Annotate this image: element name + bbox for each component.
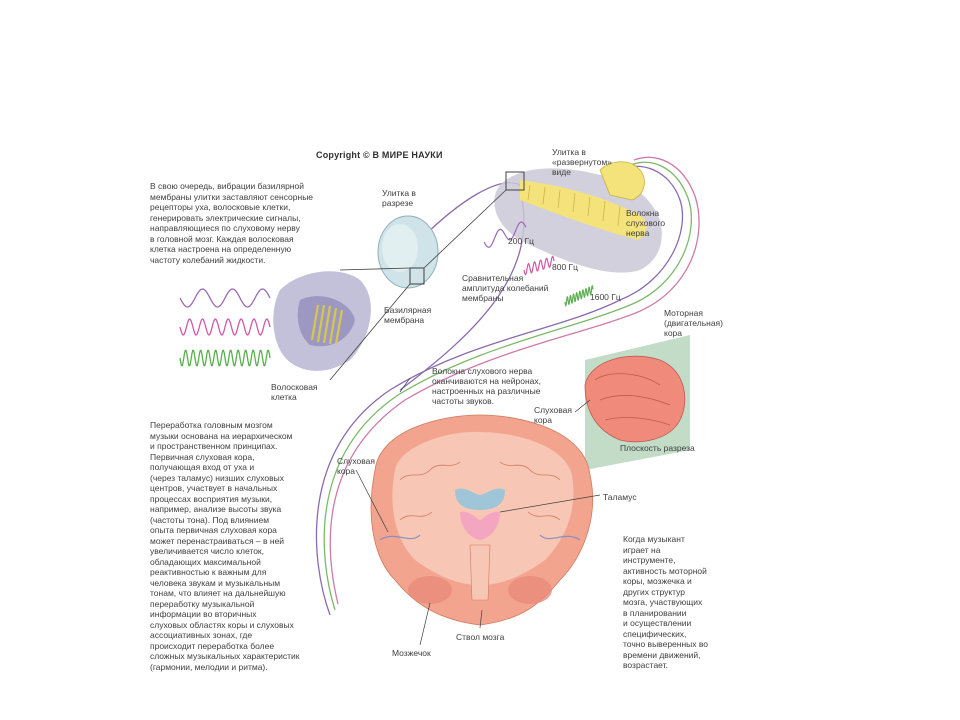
- motor-cortex-label: Моторная (двигательная) кора: [664, 308, 723, 338]
- intro-text: В свою очередь, вибрации базилярной мемб…: [150, 181, 314, 265]
- thalamus-label: Таламус: [603, 492, 637, 502]
- nerve-endings-label: Волокна слухового нерва оканчиваются на …: [432, 366, 542, 406]
- section-plane-label: Плоскость разреза: [620, 443, 695, 453]
- auditory-cortex-top-label: Слуховая кора: [534, 405, 572, 425]
- hair-cell-label: Волосковая клетка: [271, 382, 318, 402]
- amplitude-label: Сравнительная амплитуда колебаний мембра…: [462, 273, 549, 303]
- brainstem-label: Ствол мозга: [456, 632, 505, 642]
- brain-with-section-plane: [574, 335, 690, 470]
- processing-text: Переработка головным мозгом музыки основ…: [150, 420, 300, 672]
- basilar-membrane-label: Базилярная мембрана: [384, 305, 432, 325]
- nerve-fibers-label: Волокна слухового нерва: [626, 208, 666, 238]
- hair-cell-illustration: [273, 271, 371, 371]
- freq-1600-label: 1600 Гц: [590, 292, 621, 302]
- musician-text: Когда музыкант играет на инструменте, ак…: [623, 534, 709, 670]
- cerebellum-label: Мозжечок: [392, 648, 431, 658]
- coronal-brain-section: [355, 377, 601, 646]
- nerve-fibers: [315, 156, 700, 616]
- cochlea-section-illustration: [329, 215, 439, 381]
- frequency-waveforms: [483, 221, 594, 307]
- copyright-notice: Copyright © В МИРЕ НАУКИ: [316, 150, 443, 160]
- auditory-cortex-left-label: Слуховая кора: [337, 456, 375, 476]
- cochlea-section-label: Улитка в разрезе: [382, 188, 416, 208]
- freq-800-label: 800 Гц: [552, 262, 579, 272]
- unrolled-cochlea-illustration: [423, 161, 662, 273]
- freq-200-label: 200 Гц: [508, 236, 535, 246]
- input-waveforms: [179, 288, 271, 367]
- cochlea-unrolled-label: Улитка в «развернутом» виде: [552, 147, 612, 177]
